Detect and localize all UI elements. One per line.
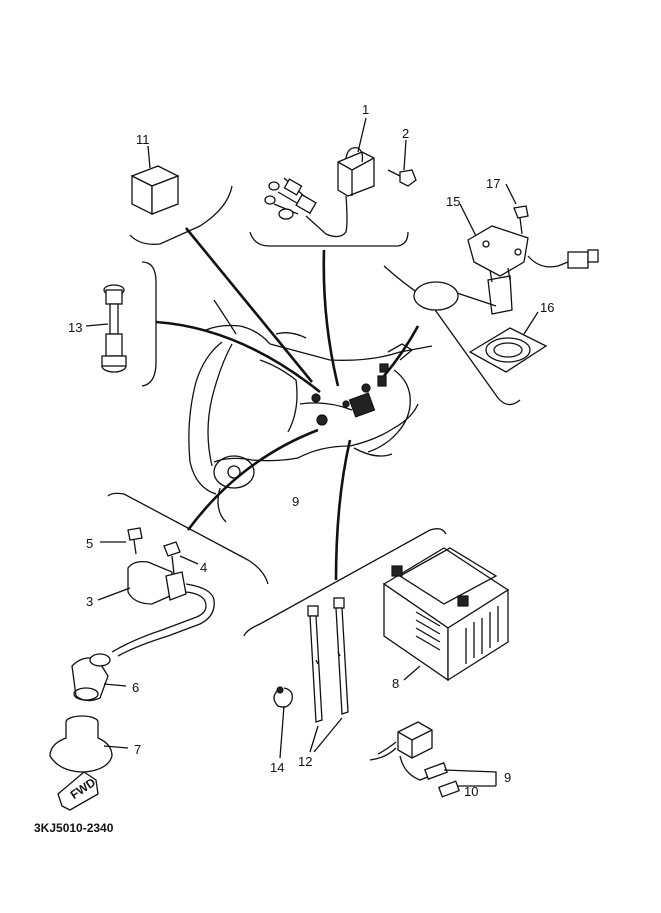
callout-17: 17: [486, 176, 500, 191]
part-5-screw: [127, 527, 143, 555]
part-15-fuel-gauge-unit: [413, 225, 599, 315]
part-2-bolt: [387, 169, 417, 187]
callout-9a: 9: [292, 494, 299, 509]
callout-12: 12: [298, 754, 312, 769]
part-3-ignition-coil: [111, 560, 215, 657]
part-11-relay: [130, 165, 180, 216]
callout-5: 5: [86, 536, 93, 551]
leader-parts-1-2: [322, 249, 340, 387]
callout-11: 11: [136, 132, 150, 147]
bracket-parts-15-17: [383, 265, 521, 406]
callout-1: 1: [362, 102, 369, 117]
part-8-battery: [382, 547, 510, 682]
part-1-cdi-unit: [264, 147, 375, 238]
callout-13: 13: [68, 320, 82, 335]
bracket-part-11: [129, 185, 233, 245]
callout-4: 4: [200, 560, 207, 575]
callout-9b: 9: [504, 770, 511, 785]
callout-6: 6: [132, 680, 139, 695]
leader-parts-8-12: [334, 439, 352, 581]
bracket-parts-3-7: [107, 492, 269, 585]
part-6-plug-cap: [71, 653, 111, 702]
part-9-fuse-holder: [369, 721, 461, 798]
part-17-screw: [513, 205, 529, 235]
leader-part-13: [155, 320, 321, 394]
callout-7: 7: [134, 742, 141, 757]
callout-16: 16: [540, 300, 554, 315]
part-13-sender: [101, 284, 127, 373]
scooter-outline: [188, 299, 433, 523]
part-code: 3KJ5010-2340: [34, 821, 114, 835]
bike-connectors: [311, 363, 389, 426]
callout-10: 10: [464, 784, 478, 799]
part-14-clamp: [273, 686, 293, 708]
part-4-bolt: [163, 541, 181, 575]
leader-parts-3-7: [186, 428, 319, 531]
fwd-arrow-icon: FWD: [57, 771, 99, 811]
callout-14: 14: [270, 760, 284, 775]
callout-2: 2: [402, 126, 409, 141]
callout-8: 8: [392, 676, 399, 691]
part-7-plug-cover: [49, 715, 113, 773]
bracket-parts-8-12: [243, 528, 447, 637]
callout-15: 15: [446, 194, 460, 209]
part-16-gasket: [468, 327, 548, 373]
callout-3: 3: [86, 594, 93, 609]
part-12-cable-ties: [307, 597, 349, 723]
leader-part-11: [184, 227, 314, 383]
bracket-parts-1-2: [249, 231, 409, 247]
bracket-part-13: [141, 261, 157, 387]
